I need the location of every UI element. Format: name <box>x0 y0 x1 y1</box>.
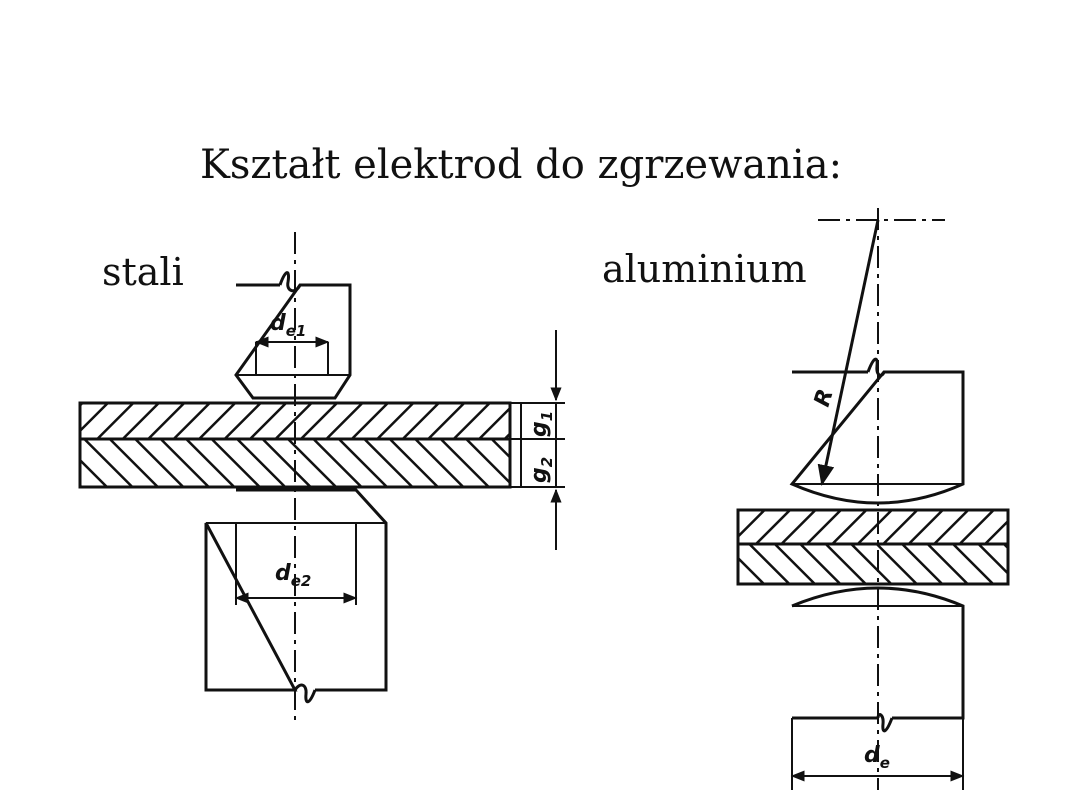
aluminium-radius-label: R <box>810 386 839 410</box>
steel-label: stali <box>102 250 184 294</box>
steel-de2-label: de2 <box>275 561 311 590</box>
steel-lower-plate <box>78 437 512 489</box>
diagram-title: Kształt elektrod do zgrzewania: <box>200 142 842 188</box>
aluminium-de-label: de <box>864 743 890 772</box>
steel-upper-plate <box>78 401 512 441</box>
steel-g1-label: g1 <box>527 411 556 437</box>
aluminium-upper-plate <box>736 508 1010 546</box>
aluminium-upper-break-line <box>866 357 886 377</box>
aluminium-lower-break-line <box>876 713 894 733</box>
aluminium-electrode-group: aluminium R de <box>602 208 1010 790</box>
aluminium-label: aluminium <box>602 247 807 291</box>
steel-g2-label: g2 <box>527 457 556 483</box>
aluminium-lower-plate <box>736 542 1010 586</box>
steel-electrode-group: stali de1 g1 g2 <box>78 232 565 725</box>
steel-lower-break-line <box>293 683 317 704</box>
steel-upper-break-line <box>278 271 302 293</box>
steel-de1-label: de1 <box>270 311 306 340</box>
aluminium-radius-line <box>817 219 880 487</box>
